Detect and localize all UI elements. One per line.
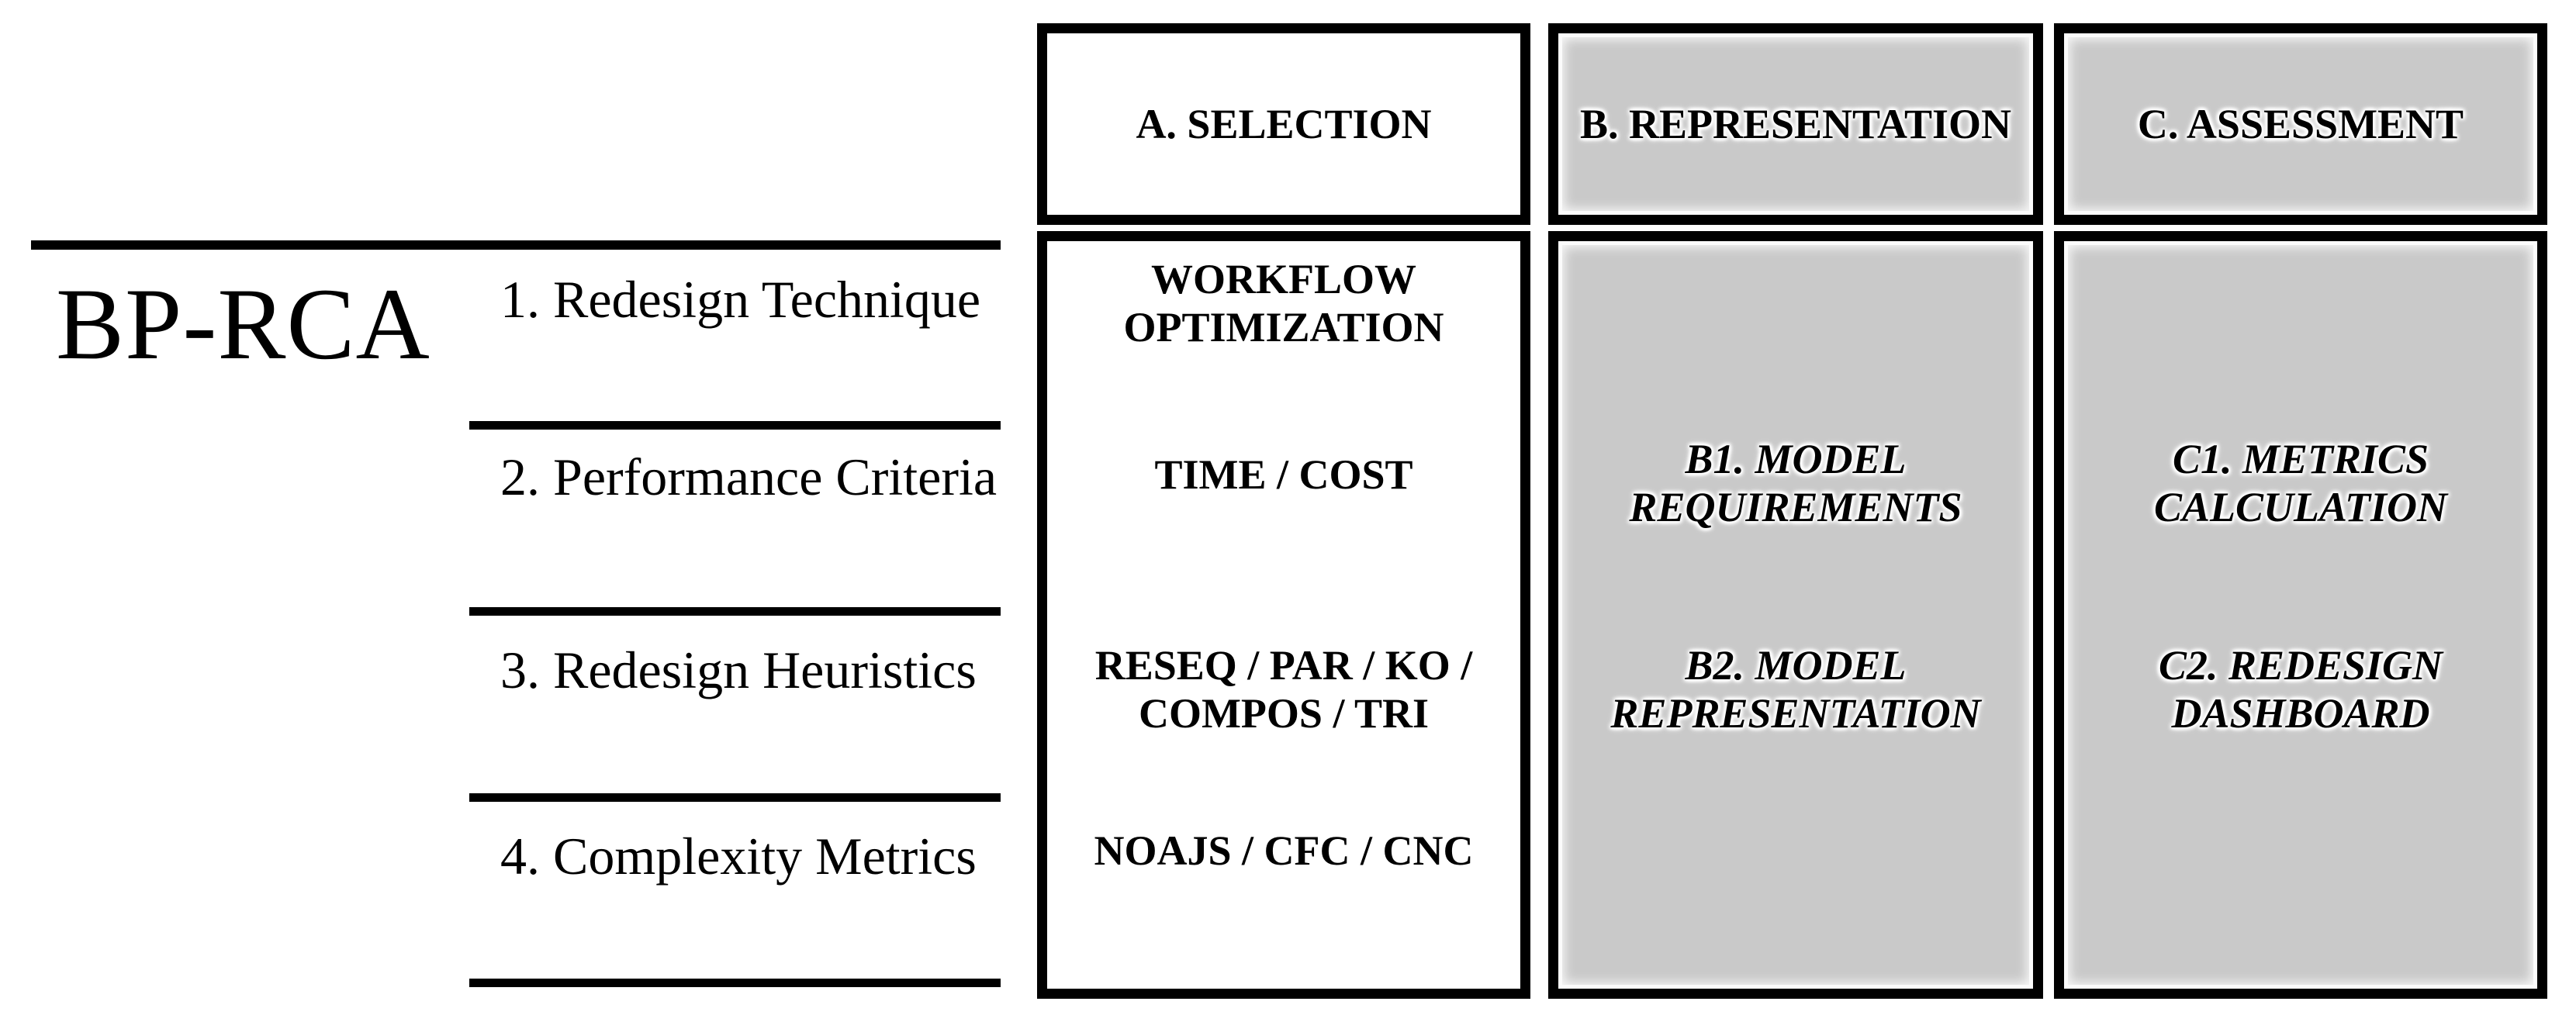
column-a-header-label: A. SELECTION <box>1136 101 1432 147</box>
cell-a-complexity-metrics: NOAJS / CFC / CNC <box>1047 827 1520 875</box>
framework-title: BP-RCA <box>56 267 430 381</box>
column-c-header-box: C. ASSESSMENT <box>2054 23 2547 225</box>
column-b-header-label: B. REPRESENTATION <box>1579 101 2012 147</box>
cell-a-row1-line1: WORKFLOW <box>1150 256 1416 302</box>
cell-c1-line1: C1. METRICS <box>2172 436 2429 482</box>
cell-b2-model-representation: B2. MODEL REPRESENTATION <box>1558 641 2033 737</box>
cell-c1-metrics-calculation: C1. METRICS CALCULATION <box>2064 435 2537 531</box>
cell-a-redesign-technique: WORKFLOW OPTIMIZATION <box>1047 255 1520 351</box>
cell-a-row3-line1: RESEQ / PAR / KO / <box>1094 642 1473 689</box>
cell-a-row1-line2: OPTIMIZATION <box>1123 304 1444 350</box>
cell-a-row2-line1: TIME / COST <box>1154 451 1413 498</box>
row-label-redesign-heuristics: 3. Redesign Heuristics <box>500 641 977 699</box>
row-divider-rule-1 <box>469 421 1001 430</box>
cell-c2-line2: DASHBOARD <box>2171 690 2430 737</box>
cell-c1-line2: CALCULATION <box>2153 484 2448 530</box>
cell-a-redesign-heuristics: RESEQ / PAR / KO / COMPOS / TRI <box>1047 641 1520 737</box>
row-divider-rule-2 <box>469 607 1001 616</box>
cell-a-row3-line2: COMPOS / TRI <box>1138 690 1430 737</box>
cell-c2-redesign-dashboard: C2. REDESIGN DASHBOARD <box>2064 641 2537 737</box>
cell-b2-line1: B2. MODEL <box>1685 642 1907 689</box>
cell-a-performance-criteria: TIME / COST <box>1047 451 1520 499</box>
cell-b2-line2: REPRESENTATION <box>1610 690 1981 737</box>
cell-b1-line2: REQUIREMENTS <box>1629 484 1962 530</box>
column-c-header-label: C. ASSESSMENT <box>2137 101 2464 147</box>
column-b-header-box: B. REPRESENTATION <box>1548 23 2043 225</box>
cell-b1-line1: B1. MODEL <box>1685 436 1907 482</box>
column-a-body-box: WORKFLOW OPTIMIZATION TIME / COST RESEQ … <box>1037 231 1530 999</box>
row-label-complexity-metrics: 4. Complexity Metrics <box>500 827 977 886</box>
column-b-body-box: B1. MODEL REQUIREMENTS B2. MODEL REPRESE… <box>1548 231 2043 999</box>
row-label-performance-criteria: 2. Performance Criteria <box>500 447 998 506</box>
column-a-header-box: A. SELECTION <box>1037 23 1530 225</box>
cell-a-row4-line1: NOAJS / CFC / CNC <box>1094 827 1474 874</box>
cell-b1-model-requirements: B1. MODEL REQUIREMENTS <box>1558 435 2033 531</box>
row-label-redesign-technique: 1. Redesign Technique <box>500 270 981 329</box>
cell-c2-line1: C2. REDESIGN <box>2158 642 2443 689</box>
row-divider-rule-3 <box>469 793 1001 802</box>
top-horizontal-rule <box>31 240 1001 250</box>
column-c-body-box: C1. METRICS CALCULATION C2. REDESIGN DAS… <box>2054 231 2547 999</box>
bottom-horizontal-rule <box>469 979 1001 987</box>
